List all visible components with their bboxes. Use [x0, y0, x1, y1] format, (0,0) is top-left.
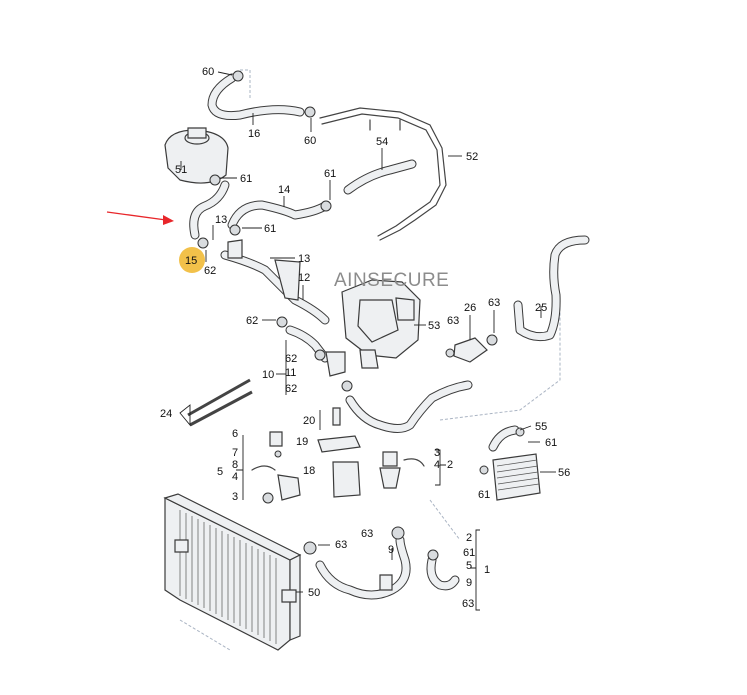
callout-9: 9	[466, 577, 472, 589]
callout-15: 15	[185, 255, 197, 267]
callout-6: 6	[232, 428, 238, 440]
callout-63: 63	[462, 598, 474, 610]
callout-51: 51	[175, 164, 187, 176]
callout-26: 26	[464, 302, 476, 314]
callout-56: 56	[558, 467, 570, 479]
callout-24: 24	[160, 408, 172, 420]
callout-3: 3	[434, 447, 440, 459]
callout-12: 12	[298, 272, 310, 284]
callout-13: 13	[298, 253, 310, 265]
callout-7: 7	[232, 447, 238, 459]
callout-4: 4	[434, 459, 440, 471]
highlight-marker	[179, 247, 205, 273]
callout-60: 60	[304, 135, 316, 147]
connector-cluster-10	[276, 316, 353, 392]
callout-16: 16	[248, 128, 260, 140]
callout-61: 61	[264, 223, 276, 235]
callout-8: 8	[232, 459, 238, 471]
callout-63: 63	[335, 539, 347, 551]
callout-5: 5	[217, 466, 223, 478]
expansion-tank	[164, 127, 229, 186]
callout-61: 61	[545, 437, 557, 449]
callout-62: 62	[246, 315, 258, 327]
thermostat-housing	[341, 279, 421, 369]
callout-25: 25	[535, 302, 547, 314]
callout-61: 61	[324, 168, 336, 180]
valve-26	[445, 334, 498, 363]
callout-54: 54	[376, 136, 388, 148]
callout-5: 5	[466, 560, 472, 572]
flange-cluster-2	[379, 451, 425, 489]
oil-cooler-56	[479, 425, 541, 501]
upper-hoses	[207, 70, 447, 241]
radiator	[163, 493, 302, 651]
callout-62: 62	[285, 353, 297, 365]
leader-lines	[179, 71, 556, 611]
callout-numbers: 60 16 60 54 52 51 61 14 61 13 61 15 62 1…	[160, 66, 570, 610]
callout-52: 52	[466, 151, 478, 163]
watermark-text: AINSECURE	[334, 270, 449, 291]
parts-18-20	[317, 407, 361, 498]
callout-11: 11	[285, 367, 296, 379]
callout-10: 10	[262, 369, 274, 381]
callout-63: 63	[361, 528, 373, 540]
callout-1: 1	[484, 564, 490, 576]
bracket-rods-24	[187, 378, 253, 427]
callout-4: 4	[232, 471, 238, 483]
callout-61: 61	[240, 173, 252, 185]
hose-15	[189, 180, 230, 249]
callout-63: 63	[447, 315, 459, 327]
callout-62: 62	[285, 383, 297, 395]
callout-20: 20	[303, 415, 315, 427]
red-arrow	[106, 211, 174, 225]
callout-55: 55	[535, 421, 547, 433]
callout-19: 19	[296, 436, 308, 448]
callout-62: 62	[204, 265, 216, 277]
hose-lower-middle	[345, 380, 473, 433]
hose-14	[227, 200, 332, 236]
callout-18: 18	[303, 465, 315, 477]
callout-50: 50	[308, 587, 320, 599]
callout-61: 61	[463, 547, 475, 559]
callout-61: 61	[478, 489, 490, 501]
callout-13: 13	[215, 214, 227, 226]
callout-53: 53	[428, 320, 440, 332]
flange-cluster-5	[251, 431, 301, 504]
callout-60: 60	[202, 66, 214, 78]
dashed-reference-lines	[179, 69, 561, 651]
callout-2: 2	[447, 459, 453, 471]
callout-63: 63	[488, 297, 500, 309]
callout-14: 14	[278, 184, 290, 196]
pipe-12	[220, 239, 330, 325]
lower-hoses	[303, 526, 460, 600]
hose-25	[513, 235, 590, 342]
callout-3: 3	[232, 491, 238, 503]
callout-2: 2	[466, 532, 472, 544]
callout-9: 9	[388, 544, 394, 556]
